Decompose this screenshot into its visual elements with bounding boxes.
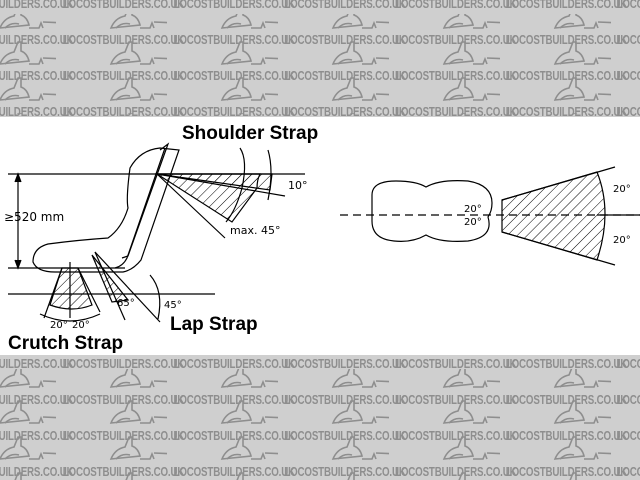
- harness-geometry: [8, 142, 640, 323]
- watermark-background-bottom: LOCOSTBUILDERS.CO.UKLOCOSTBUILDERS.CO.UK…: [0, 355, 640, 480]
- seat-outline-icon: [32, 147, 180, 273]
- car-silhouette-icon: [0, 14, 640, 114]
- lap-angle-45-label: 45°: [164, 300, 182, 311]
- lap-strap-label: Lap Strap: [170, 314, 258, 335]
- crutch-strap-label: Crutch Strap: [8, 333, 124, 354]
- top-inner-angle-bottom-label: 20°: [464, 217, 482, 228]
- harness-diagram: Shoulder Strap Lap Strap Crutch Strap ≥5…: [0, 117, 640, 355]
- top-outer-angle-top-label: 20°: [613, 184, 631, 195]
- top-inner-angle-top-label: 20°: [464, 204, 482, 215]
- crutch-angle-right-label: 20°: [72, 320, 90, 331]
- shoulder-strap-label: Shoulder Strap: [182, 123, 319, 144]
- car-silhouette-icon: [0, 369, 640, 480]
- crutch-angle-left-label: 20°: [50, 320, 68, 331]
- shoulder-angle-10-label: 10°: [288, 179, 308, 192]
- watermark-background-top: LOCOSTBUILDERS.CO.UKLOCOSTBUILDERS.CO.UK…: [0, 0, 640, 117]
- height-dimension-label: ≥520 mm: [4, 210, 65, 224]
- shoulder-max-angle-label: max. 45°: [230, 224, 281, 237]
- top-outer-angle-bottom-label: 20°: [613, 235, 631, 246]
- lap-angle-65-label: 65°: [117, 298, 135, 309]
- seat-top-view-icon: [371, 180, 493, 242]
